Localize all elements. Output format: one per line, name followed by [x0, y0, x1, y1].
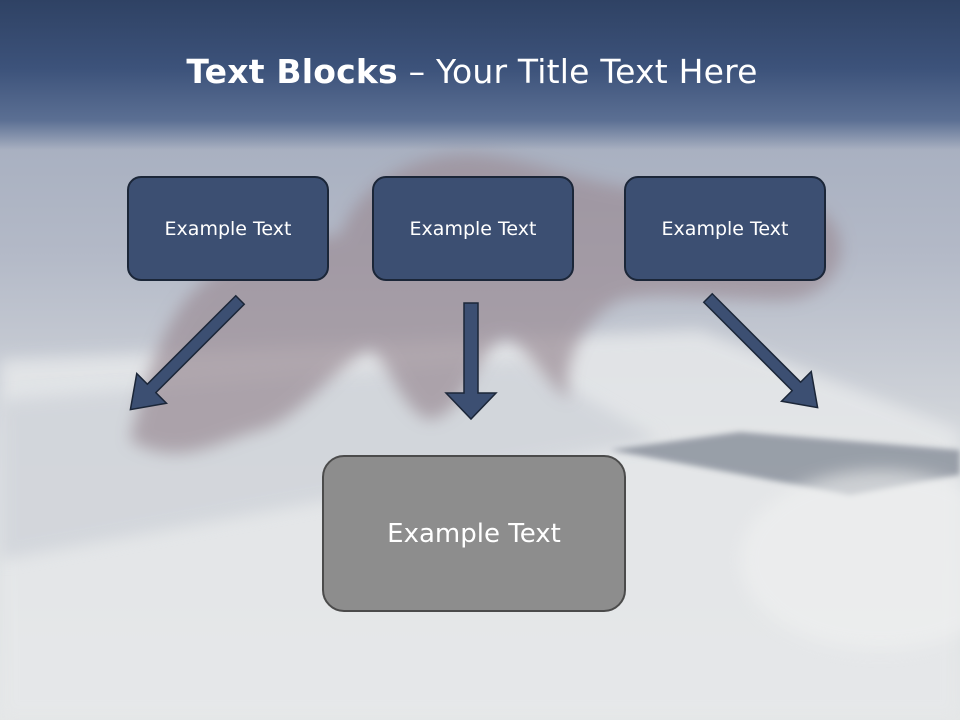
text-block-right-label: Example Text	[661, 217, 789, 240]
slide-title: Text Blocks – Your Title Text Here	[0, 52, 944, 91]
title-bold-part: Text Blocks	[186, 52, 398, 91]
text-block-left-label: Example Text	[164, 217, 292, 240]
text-block-result-label: Example Text	[387, 518, 561, 549]
text-block-result: Example Text	[322, 455, 626, 612]
text-block-center-label: Example Text	[409, 217, 537, 240]
text-block-left: Example Text	[127, 176, 329, 281]
text-block-right: Example Text	[624, 176, 826, 281]
title-rest: Your Title Text Here	[435, 52, 758, 91]
title-band	[0, 0, 960, 150]
text-block-center: Example Text	[372, 176, 574, 281]
title-dash: –	[397, 52, 436, 91]
